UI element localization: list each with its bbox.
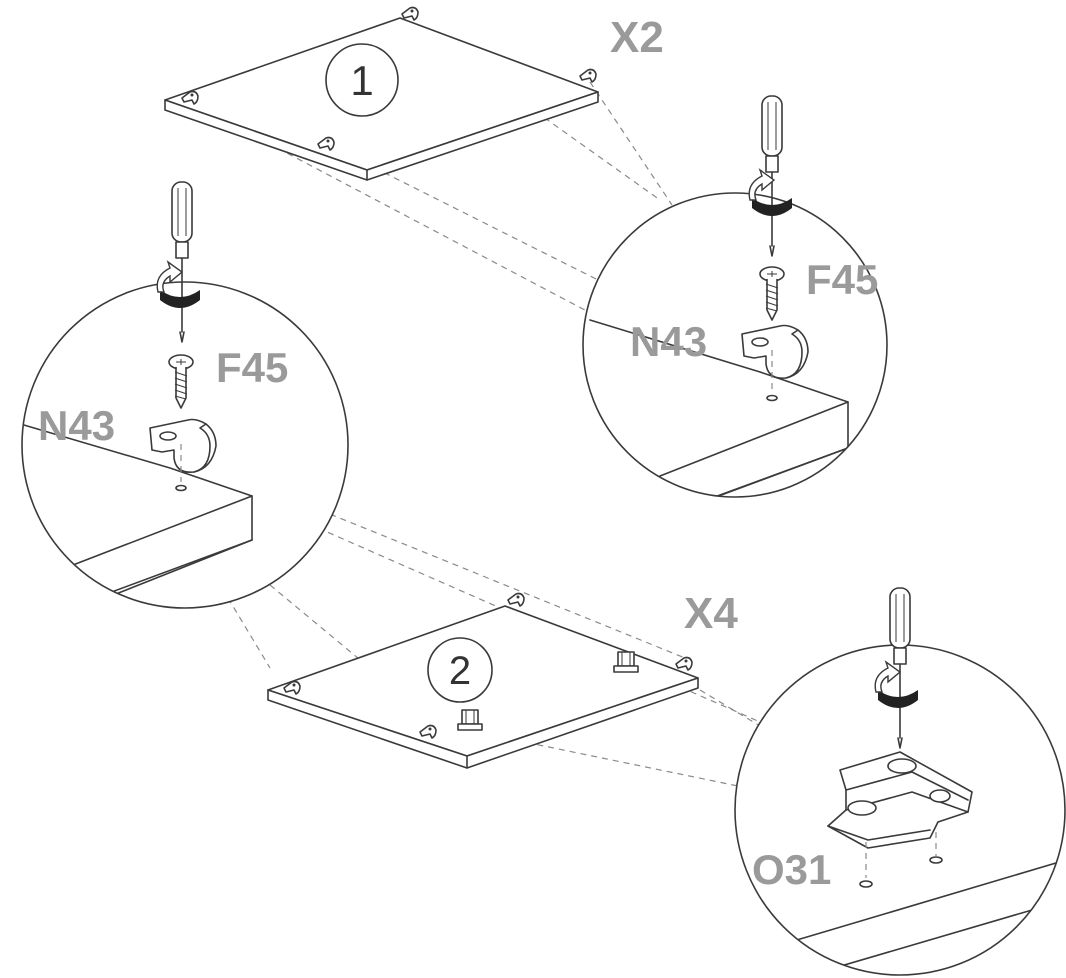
detail-left-screw-code: F45 [216, 344, 288, 391]
step-2-number: 2 [449, 649, 471, 693]
detail-right-screw-code: F45 [806, 256, 878, 303]
step-1-circle [325, 43, 399, 117]
step-2-circle [427, 637, 493, 703]
panel-1-clip-icon [579, 68, 597, 83]
detail-bottom: O31 [734, 587, 1066, 976]
step-1-number: 1 [350, 57, 373, 104]
detail-bottom-hinge-code: O31 [752, 846, 831, 893]
panel-2-hinge-icon [613, 651, 639, 673]
panel-2-multiplier: X4 [684, 589, 738, 638]
panel-1-multiplier: X2 [610, 13, 664, 62]
hinge-plate-icon [827, 751, 973, 849]
panel-2-hinge-icon [457, 709, 483, 731]
detail-right-bracket-code: N43 [630, 318, 707, 365]
detail-right: F45 N43 [582, 95, 888, 498]
rotate-arrow-icon [748, 169, 793, 217]
panel-2-clip-icon [507, 592, 525, 607]
panel-1: 1 X2 [164, 6, 664, 181]
panel-2: 2 X4 [267, 589, 738, 769]
panel-2-clip-icon [675, 656, 693, 671]
detail-left-bracket-code: N43 [38, 402, 115, 449]
panel-1-clip-icon [401, 6, 419, 21]
detail-left: F45 N43 [21, 181, 349, 609]
